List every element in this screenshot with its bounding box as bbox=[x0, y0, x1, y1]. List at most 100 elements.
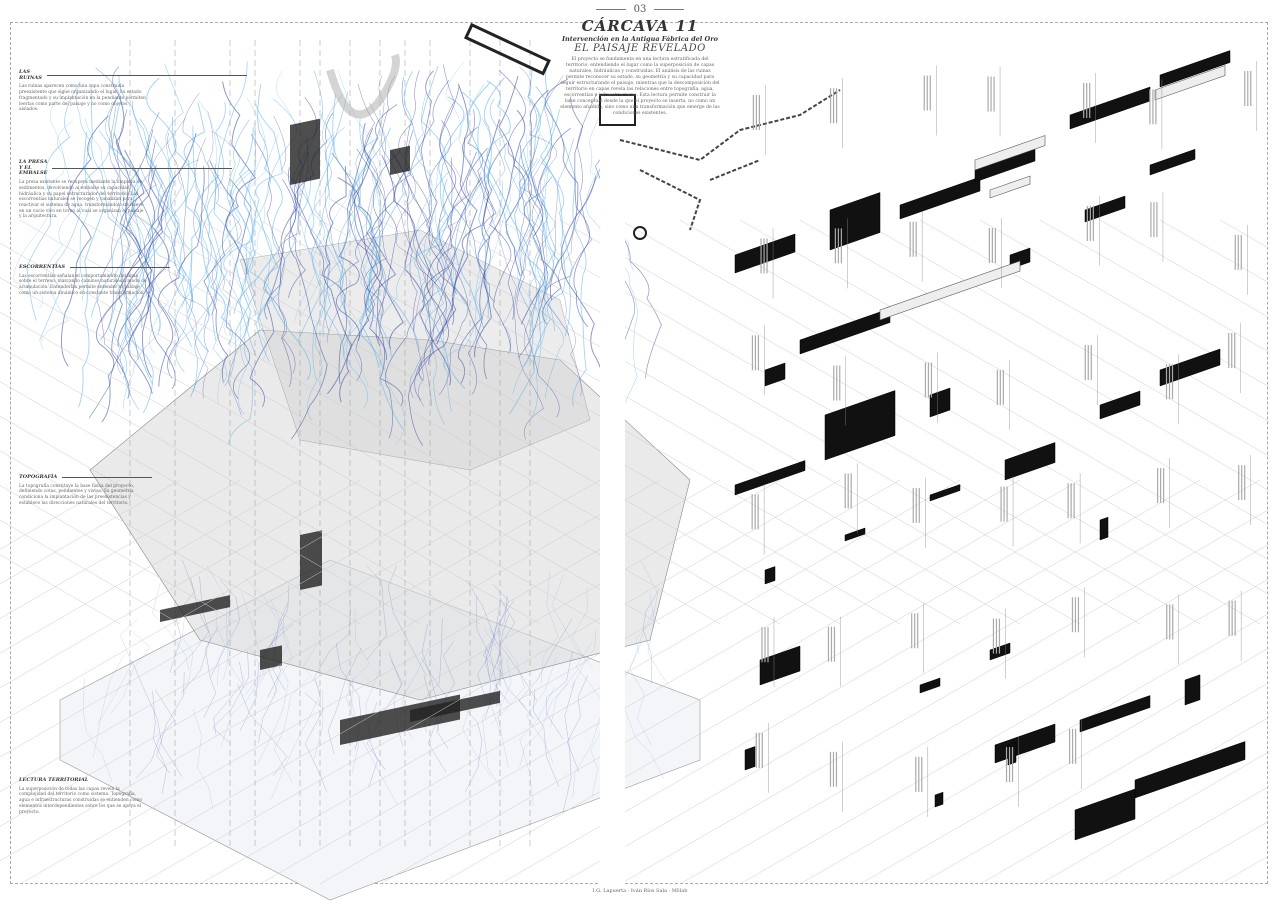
runoff-line bbox=[226, 119, 271, 334]
terrain-contour bbox=[477, 599, 515, 705]
grid-line bbox=[1159, 219, 1280, 290]
terrain-contour bbox=[551, 573, 594, 669]
runoff-line bbox=[378, 70, 423, 353]
grid-line bbox=[739, 219, 1280, 532]
runoff-line bbox=[520, 89, 549, 325]
runoff-line bbox=[518, 158, 564, 399]
ruin-structure bbox=[160, 595, 230, 622]
catalogue-object bbox=[1184, 674, 1201, 706]
grid-line bbox=[0, 479, 421, 723]
grid-line bbox=[979, 219, 1280, 394]
grid-line bbox=[139, 479, 841, 885]
note-text: La topografía constituye la base física … bbox=[19, 483, 135, 506]
terrain-contour bbox=[241, 591, 264, 695]
terrain-contour bbox=[257, 662, 289, 765]
catalogue-object bbox=[744, 746, 756, 771]
intro-text: El proyecto se fundamenta en una lectura… bbox=[560, 57, 720, 116]
catalogue-object bbox=[919, 677, 941, 694]
terrain-contour bbox=[267, 585, 290, 698]
catalogue-object bbox=[1079, 695, 1151, 733]
grid-line bbox=[0, 479, 301, 654]
runoff-line bbox=[226, 177, 252, 400]
catalogue-object bbox=[799, 308, 891, 355]
terrain-contour bbox=[466, 579, 500, 672]
sheet-number: 03 bbox=[540, 4, 740, 15]
runoff-line bbox=[519, 66, 558, 276]
grid-line bbox=[799, 606, 1280, 885]
terrain-contour bbox=[226, 599, 246, 689]
ruin-plan-piece bbox=[599, 94, 636, 126]
runoff-line bbox=[13, 82, 73, 309]
poster-frame bbox=[10, 22, 1268, 884]
terrain-contour bbox=[533, 688, 560, 787]
runoff-line bbox=[26, 81, 81, 321]
terrain-contour bbox=[110, 630, 151, 714]
note-runoff: ESCORRENTÍAS Las escorrentías señalan el… bbox=[19, 264, 170, 297]
runoff-line bbox=[544, 78, 579, 301]
catalogue-object bbox=[929, 387, 951, 418]
runoff-line bbox=[171, 116, 233, 345]
grid-line bbox=[559, 479, 1261, 885]
catalogue-object bbox=[1134, 741, 1246, 799]
runoff-line bbox=[125, 169, 158, 414]
grid-line bbox=[559, 219, 1261, 625]
runoff-line bbox=[222, 81, 257, 275]
runoff-line bbox=[535, 86, 573, 337]
terrain-contour bbox=[314, 606, 352, 700]
catalogue-object bbox=[1074, 788, 1136, 841]
note-text: Las ruinas aparecen como una capa constr… bbox=[19, 84, 146, 113]
catalogue-object bbox=[934, 791, 944, 808]
terrain-contour bbox=[212, 650, 249, 745]
ruin-plan-piece bbox=[633, 226, 647, 240]
runoff-line bbox=[384, 151, 434, 439]
catalogue-object bbox=[734, 460, 806, 496]
terrain-contour bbox=[459, 701, 483, 793]
catalogue-object bbox=[844, 527, 866, 542]
runoff-line bbox=[339, 77, 414, 291]
terrain-contour bbox=[156, 672, 185, 774]
catalogue-object bbox=[899, 176, 981, 220]
dam-curve bbox=[326, 53, 400, 119]
runoff-line bbox=[337, 177, 382, 403]
runoff-line bbox=[325, 127, 347, 343]
grid-line bbox=[0, 519, 181, 625]
grid-line bbox=[0, 479, 361, 689]
note-text: La superposición de todas las capas reve… bbox=[19, 786, 142, 815]
grid-line bbox=[199, 219, 901, 625]
terrain-contour bbox=[172, 578, 209, 674]
terrain-contour bbox=[497, 614, 526, 708]
terrain-contour bbox=[540, 569, 559, 684]
grid-line bbox=[0, 479, 241, 619]
terrain-contour bbox=[131, 660, 183, 778]
terrain-contour bbox=[182, 610, 194, 695]
runoff-line bbox=[249, 151, 309, 408]
catalogue-object bbox=[1159, 348, 1221, 387]
grid-line bbox=[1039, 745, 1280, 885]
terrain-contour bbox=[387, 565, 427, 677]
catalogue-object-light bbox=[879, 260, 1021, 321]
grid-line bbox=[0, 479, 181, 585]
runoff-line bbox=[213, 163, 253, 445]
runoff-line bbox=[183, 102, 211, 317]
terrain-contour bbox=[629, 642, 652, 746]
terrain-contour bbox=[192, 709, 214, 809]
terrain-contour bbox=[239, 624, 293, 731]
section-heading: EL PAISAJE REVELADO bbox=[574, 43, 706, 54]
terrain-contour bbox=[215, 604, 226, 687]
catalogue-object bbox=[759, 645, 801, 686]
terrain-contour bbox=[519, 683, 569, 767]
terrain-contour bbox=[210, 579, 240, 678]
runoff-line bbox=[175, 61, 248, 333]
site-plan bbox=[619, 89, 841, 231]
grid-mask bbox=[1269, 0, 1280, 904]
page-title: CÁRCAVA 11 bbox=[581, 17, 699, 35]
catalogue-object bbox=[1084, 195, 1126, 223]
note-ruins: LAS RUINAS Las ruinas aparecen como una … bbox=[19, 69, 247, 113]
terrain-contour bbox=[562, 681, 576, 812]
runoff-line bbox=[423, 171, 450, 426]
grid-line bbox=[859, 641, 1280, 885]
runoff-line bbox=[520, 63, 560, 291]
catalogue-object bbox=[1069, 86, 1151, 130]
terrain-contour bbox=[271, 695, 320, 799]
runoff-line bbox=[288, 167, 347, 385]
